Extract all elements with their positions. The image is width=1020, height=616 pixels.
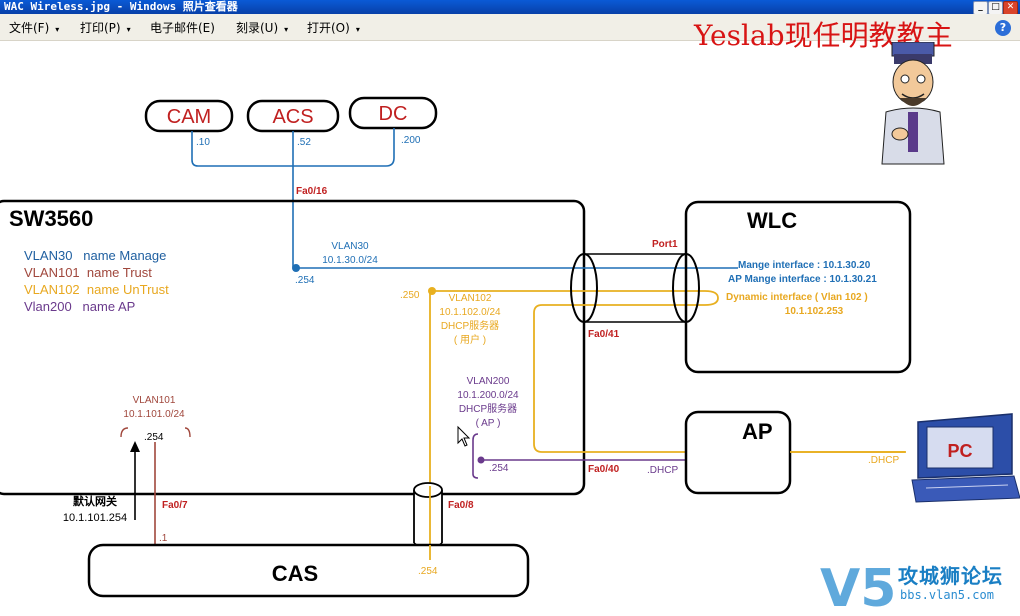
wlc-manage-if: Mange interface : 10.1.30.20 [738,260,871,271]
cas-box [87,543,530,598]
menu-email-label: 电子邮件(E) [150,21,215,35]
menu-print[interactable]: 打印(P) ▾ [80,19,131,36]
vlan200-bracket [472,433,479,479]
ap-box [684,410,792,495]
vlan102-name: VLAN102 name UnTrust [24,282,169,297]
wlc-ap-manage-if: AP Mange interface : 10.1.30.21 [728,274,877,285]
mascot-illustration [881,42,945,165]
vlan101-brace [120,427,191,438]
minimize-button[interactable]: _ [973,1,988,15]
vlan200-dhcp: DHCP服务器 [459,402,517,415]
chevron-down-icon: ▾ [55,25,60,34]
menu-open[interactable]: 打开(O) ▾ [307,19,360,36]
vlan102-svi-ip: .250 [400,290,420,301]
vlan200-title: VLAN200 [467,376,510,387]
vlan200-svi-ip: .254 [489,463,509,474]
window-title: WAC Wireless.jpg - Windows 照片查看器 [4,0,238,13]
dc-server-box [348,96,438,130]
vlan101-title: VLAN101 [133,395,176,406]
cam-label: CAM [167,106,211,128]
v5-logo-icon: V5 [820,559,896,612]
cam-ip-label: .10 [196,137,210,148]
acs-label: ACS [272,106,313,128]
vlan30-subnet: 10.1.30.0/24 [322,255,378,266]
cas-trunk-ip: .254 [418,566,438,577]
menu-burn-label: 刻录(U) [236,21,279,35]
ap-label: AP [742,419,773,444]
pc-dhcp-label: .DHCP [868,455,899,466]
menu-file-label: 文件(F) [9,21,50,35]
cas-label: CAS [272,561,318,586]
dc-ip-label: .200 [401,135,421,146]
cas-ip-label: .1 [159,533,168,544]
gateway-label: 默认网关 [73,494,117,508]
vlan101-svi-ip: .254 [144,432,164,443]
wlc-dynamic-ip: 10.1.102.253 [785,306,844,317]
vlan102-title: VLAN102 [449,293,492,304]
vlan200-subnet: 10.1.200.0/24 [457,390,519,401]
menu-file[interactable]: 文件(F) ▾ [9,19,59,36]
vlan102-subnet: 10.1.102.0/24 [439,307,501,318]
fa0-40-label: Fa0/40 [588,464,620,475]
fa0-8-label: Fa0/8 [448,500,474,511]
chevron-down-icon: ▾ [355,25,360,34]
fa0-16-label: Fa0/16 [296,186,328,197]
vlan102-dhcp: DHCP服务器 [441,319,499,332]
vlan102-role: ( 用户 ) [454,333,486,346]
cam-server-box [144,99,234,133]
wlc-label: WLC [747,208,797,233]
fa0-7-label: Fa0/7 [162,500,188,511]
forum-watermark: V5 攻城狮论坛 bbs.vlan5.com [818,552,1018,612]
ap-dhcp-label: .DHCP [647,465,678,476]
vlan101-subnet: 10.1.101.0/24 [123,409,185,420]
sw3560-label: SW3560 [9,206,93,231]
trunk-end-sw [570,253,598,323]
vlan200-name: Vlan200 name AP [24,299,135,314]
watermark-url: bbs.vlan5.com [900,588,994,602]
sw3560-box [0,199,586,496]
vlan30-name: VLAN30 name Manage [24,248,166,263]
menu-print-label: 打印(P) [80,21,121,35]
cas-trunk-top [413,482,443,498]
server-segment-link [191,128,395,167]
gateway-ip: 10.1.101.254 [63,512,127,524]
svg-text:V5: V5 [820,559,896,612]
wlc-box [684,200,912,374]
vlan101-name: VLAN101 name Trust [24,265,152,280]
dc-label: DC [379,103,408,125]
vlan30-title: VLAN30 [331,241,369,252]
menu-burn[interactable]: 刻录(U) ▾ [236,19,288,36]
vlan102-svi-dot [428,287,436,295]
chevron-down-icon: ▾ [126,25,131,34]
vlan30-svi-dot [292,264,300,272]
wlc-port-label: Port1 [652,239,678,250]
wlc-dynamic-if: Dynamic interface ( Vlan 102 ) [726,292,868,303]
mouse-cursor-icon [457,425,471,447]
menu-bar: 文件(F) ▾ 打印(P) ▾ 电子邮件(E) 刻录(U) ▾ 打开(O) ▾ ? [0,14,1020,41]
vlan102-trunk-path [433,290,905,453]
acs-ip-label: .52 [297,137,311,148]
menu-open-label: 打开(O) [307,21,350,35]
vlan30-svi-ip: .254 [295,275,315,286]
pc-label: PC [947,441,972,461]
watermark-title: 攻城狮论坛 [898,564,1003,588]
help-icon[interactable]: ? [995,20,1011,36]
arrow-up-icon [130,441,140,452]
pc-icon [911,413,1020,503]
vlan200-role: ( AP ) [476,418,501,429]
chevron-down-icon: ▾ [284,25,289,34]
fa0-41-label: Fa0/41 [588,329,620,340]
menu-email[interactable]: 电子邮件(E) [150,19,221,36]
